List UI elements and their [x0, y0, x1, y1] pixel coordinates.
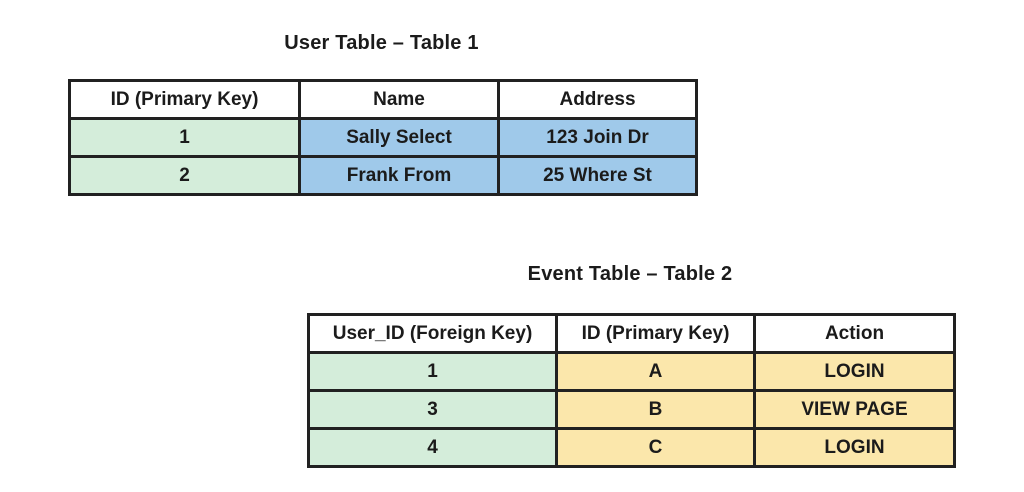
cell-user-name: Frank From	[298, 155, 500, 196]
event-table: User_ID (Foreign Key) ID (Primary Key) A…	[307, 313, 956, 468]
cell-user-id: 1	[68, 117, 301, 158]
table-row: 4 C LOGIN	[307, 427, 956, 468]
event-table-section: Event Table – Table 2 User_ID (Foreign K…	[307, 261, 956, 468]
cell-event-user-id: 4	[307, 427, 558, 468]
event-table-header-row: User_ID (Foreign Key) ID (Primary Key) A…	[307, 313, 956, 354]
cell-event-action: LOGIN	[753, 351, 956, 392]
column-header-id-primary-key: ID (Primary Key)	[555, 313, 756, 354]
cell-event-user-id: 3	[307, 389, 558, 430]
user-table-header-row: ID (Primary Key) Name Address	[68, 79, 698, 120]
cell-event-user-id: 1	[307, 351, 558, 392]
user-table-title: User Table – Table 1	[284, 32, 479, 54]
user-table-section: User Table – Table 1 ID (Primary Key) Na…	[68, 30, 698, 196]
event-table-title: Event Table – Table 2	[527, 263, 733, 285]
column-header-action: Action	[753, 313, 956, 354]
cell-user-id: 2	[68, 155, 301, 196]
column-header-user-id-foreign-key: User_ID (Foreign Key)	[307, 313, 558, 354]
column-header-address: Address	[497, 79, 698, 120]
table-row: 1 A LOGIN	[307, 351, 956, 392]
cell-user-address: 25 Where St	[497, 155, 698, 196]
table-row: 3 B VIEW PAGE	[307, 389, 956, 430]
user-table: ID (Primary Key) Name Address 1 Sally Se…	[68, 79, 698, 196]
cell-user-address: 123 Join Dr	[497, 117, 698, 158]
table-row: 2 Frank From 25 Where St	[68, 155, 698, 196]
cell-event-action: LOGIN	[753, 427, 956, 468]
cell-event-id: B	[555, 389, 756, 430]
column-header-id-primary-key: ID (Primary Key)	[68, 79, 301, 120]
column-header-name: Name	[298, 79, 500, 120]
table-row: 1 Sally Select 123 Join Dr	[68, 117, 698, 158]
cell-event-id: C	[555, 427, 756, 468]
cell-user-name: Sally Select	[298, 117, 500, 158]
cell-event-action: VIEW PAGE	[753, 389, 956, 430]
cell-event-id: A	[555, 351, 756, 392]
